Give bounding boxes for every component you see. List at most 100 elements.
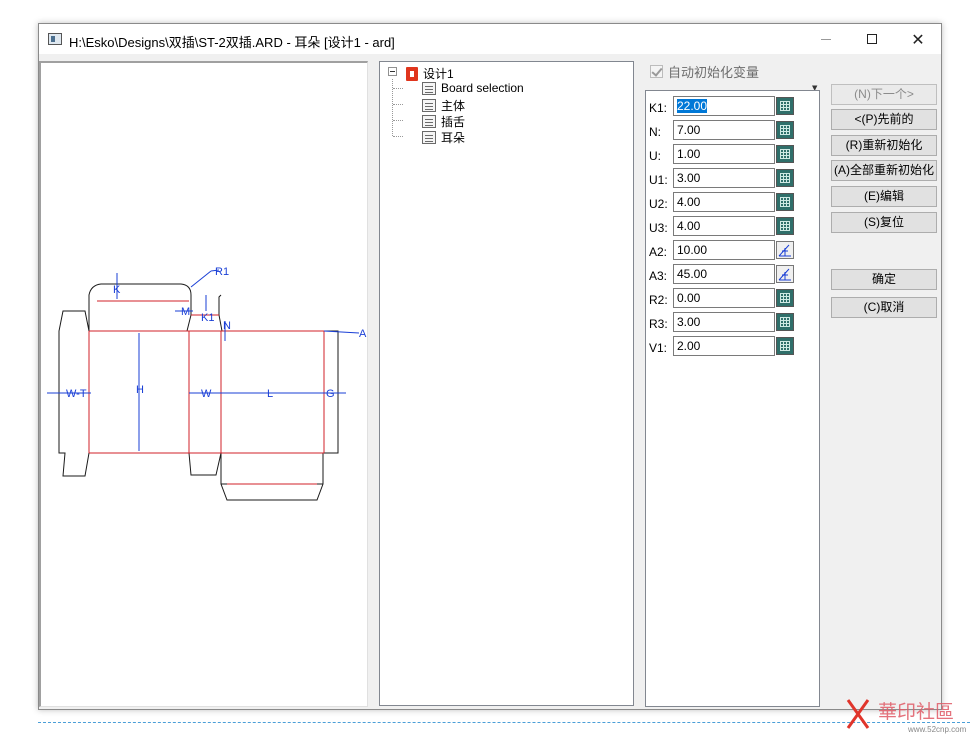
variable-row: A3: 45.00: [646, 264, 816, 286]
outline-top-flap: [88, 283, 192, 331]
calculator-icon[interactable]: [776, 289, 794, 307]
variable-row: U2: 4.00: [646, 192, 816, 214]
tree-node-label: 插舌: [441, 115, 466, 129]
tree-node-label: 主体: [441, 99, 466, 113]
angle-icon[interactable]: [776, 265, 794, 283]
variable-label: A2:: [649, 245, 668, 259]
variable-label: U3:: [649, 221, 668, 235]
label-a: A: [359, 328, 367, 340]
variable-input-u1[interactable]: 3.00: [673, 168, 775, 188]
window-title: H:\Esko\Designs\双插\ST-2双插.ARD - 耳朵 [设计1 …: [69, 35, 395, 50]
previous-button[interactable]: <(P)先前的: [831, 109, 937, 130]
watermark-logo-icon: [846, 699, 870, 729]
tree-guide: [392, 79, 393, 136]
variable-input-r3[interactable]: 3.00: [673, 312, 775, 332]
tree-node-label: 设计1: [423, 67, 454, 81]
variable-input-u3[interactable]: 4.00: [673, 216, 775, 236]
watermark: 華印社區 www.52cnp.com: [842, 696, 970, 735]
variable-row: R2: 0.00: [646, 288, 816, 310]
label-n: N: [223, 320, 231, 332]
tree-node-root[interactable]: 设计1: [406, 65, 454, 82]
drawing-preview[interactable]: R1 K M K1 N A W-T H W L G: [39, 61, 368, 707]
variable-row: R3: 3.00: [646, 312, 816, 334]
close-icon: ✕: [911, 29, 925, 49]
auto-init-label: 自动初始化变量: [668, 65, 760, 80]
angle-icon[interactable]: [776, 241, 794, 259]
label-h: H: [136, 384, 144, 396]
variable-input-a2[interactable]: 10.00: [673, 240, 775, 260]
ok-button[interactable]: 确定: [831, 269, 937, 290]
auto-init-checkbox[interactable]: 自动初始化变量: [650, 62, 759, 81]
variable-row: N: 7.00: [646, 120, 816, 142]
calculator-icon[interactable]: [776, 97, 794, 115]
reset-button[interactable]: (S)复位: [831, 212, 937, 233]
minimize-button[interactable]: [803, 24, 849, 54]
tree-guide: [393, 120, 403, 121]
label-k1: K1: [201, 312, 214, 324]
calculator-icon[interactable]: [776, 193, 794, 211]
edit-button[interactable]: (E)编辑: [831, 186, 937, 207]
variable-label: U:: [649, 149, 661, 163]
box-dieline-drawing: R1 K M K1 N A W-T H W L G: [47, 266, 367, 501]
variable-input-v1[interactable]: 2.00: [673, 336, 775, 356]
calculator-icon[interactable]: [776, 145, 794, 163]
dialog-window: H:\Esko\Designs\双插\ST-2双插.ARD - 耳朵 [设计1 …: [38, 23, 942, 710]
variable-input-r2[interactable]: 0.00: [673, 288, 775, 308]
variable-label: R2:: [649, 293, 668, 307]
variable-label: K1:: [649, 101, 668, 115]
tree-node-board-selection[interactable]: Board selection: [422, 81, 524, 95]
cancel-button[interactable]: (C)取消: [831, 297, 937, 318]
calculator-icon[interactable]: [776, 169, 794, 187]
variable-input-k1[interactable]: 22.00: [673, 96, 775, 116]
calculator-icon[interactable]: [776, 337, 794, 355]
close-button[interactable]: ✕: [895, 24, 941, 54]
tree-node-tuck[interactable]: 插舌: [422, 113, 465, 130]
variable-row: A2: 10.00: [646, 240, 816, 262]
next-button[interactable]: (N)下一个>: [831, 84, 937, 105]
variable-label: U1:: [649, 173, 668, 187]
variable-input-u[interactable]: 1.00: [673, 144, 775, 164]
outline-tuck: [218, 294, 222, 315]
variable-label: U2:: [649, 197, 668, 211]
reinit-all-button[interactable]: (A)全部重新初始化: [831, 160, 937, 181]
maximize-button[interactable]: [849, 24, 895, 54]
dim-r1-lead: [210, 269, 220, 272]
document-icon: [422, 99, 436, 112]
document-icon: [422, 115, 436, 128]
variables-panel: K1: 22.00 N: 7.00 U: 1.00 U1: 3.00 U2: 4…: [645, 90, 820, 707]
variable-input-u2[interactable]: 4.00: [673, 192, 775, 212]
tree-guide: [393, 88, 403, 89]
variable-label: N:: [649, 125, 661, 139]
watermark-text: 華印社區: [878, 701, 954, 723]
variable-label: V1:: [649, 341, 668, 355]
document-icon: [422, 81, 436, 95]
calculator-icon[interactable]: [776, 121, 794, 139]
dashed-divider: [38, 722, 970, 723]
dim-a: [323, 330, 360, 334]
label-m: M: [181, 306, 190, 318]
variable-input-a3[interactable]: 45.00: [673, 264, 775, 284]
variable-row: U3: 4.00: [646, 216, 816, 238]
tree-node-main-body[interactable]: 主体: [422, 97, 465, 114]
maximize-icon: [867, 34, 877, 44]
tree-node-ears[interactable]: 耳朵: [422, 129, 465, 146]
variable-row: V1: 2.00: [646, 336, 816, 358]
tree-node-label: 耳朵: [441, 131, 466, 145]
label-g: G: [326, 388, 335, 400]
calculator-icon[interactable]: [776, 217, 794, 235]
dim-r1: [190, 270, 212, 288]
dropdown-arrow-icon[interactable]: ▼: [812, 84, 818, 92]
variable-row: U: 1.00: [646, 144, 816, 166]
checkbox-icon: [650, 65, 663, 78]
reinit-button[interactable]: (R)重新初始化: [831, 135, 937, 156]
label-k: K: [113, 284, 121, 296]
label-r1: R1: [215, 266, 229, 278]
tree-node-label: Board selection: [441, 81, 524, 95]
variable-label: R3:: [649, 317, 668, 331]
watermark-url: www.52cnp.com: [907, 725, 967, 734]
design-tree[interactable]: 设计1 Board selection 主体 插舌 耳朵: [379, 61, 634, 706]
collapse-icon[interactable]: [388, 67, 397, 76]
variable-input-n[interactable]: 7.00: [673, 120, 775, 140]
calculator-icon[interactable]: [776, 313, 794, 331]
app-icon: [48, 33, 62, 45]
